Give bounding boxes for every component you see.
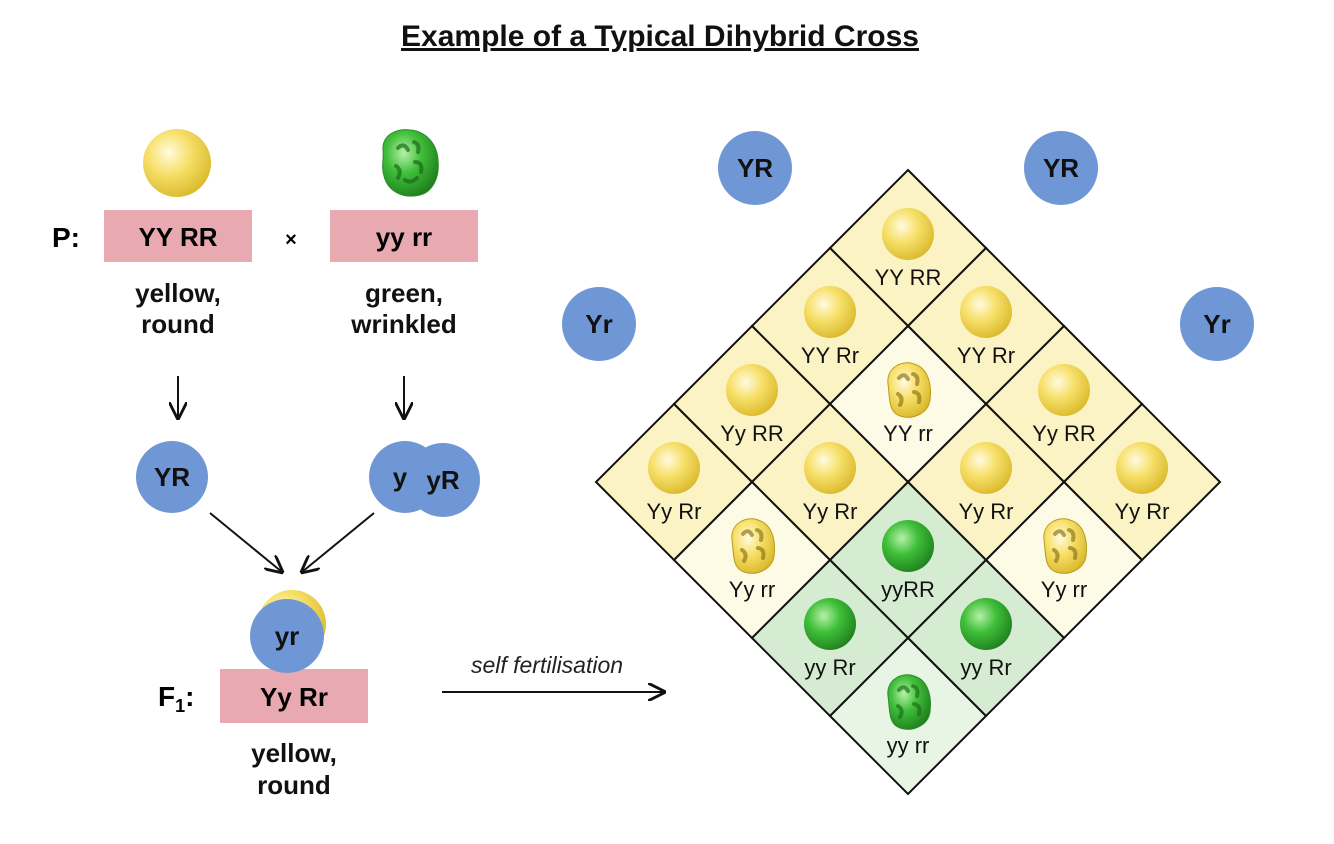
yellow-round-pea-icon bbox=[726, 364, 778, 416]
punnett-cell-genotype: Yy RR bbox=[1032, 421, 1096, 446]
punnett-right-gamete-label: YR bbox=[1043, 153, 1079, 183]
yellow-round-pea-icon bbox=[648, 442, 700, 494]
parental-label: P: bbox=[52, 222, 80, 253]
arrow-gamete1-to-f1 bbox=[209, 512, 282, 572]
arrow-gamete2-to-f1 bbox=[302, 512, 375, 572]
green-round-pea-icon bbox=[960, 598, 1012, 650]
punnett-cell-genotype: Yy Rr bbox=[1115, 499, 1170, 524]
f1-phenotype-line2: round bbox=[257, 770, 331, 800]
punnett-cell-genotype: Yy Rr bbox=[647, 499, 702, 524]
yellow-wrinkled-pea-icon bbox=[731, 518, 775, 574]
punnett-cell: yy rr bbox=[828, 636, 988, 796]
punnett-left-gamete-label: yr bbox=[275, 621, 300, 651]
parent2-genotype-box bbox=[330, 210, 478, 262]
yellow-round-pea-icon bbox=[804, 286, 856, 338]
parent1-genotype-box bbox=[104, 210, 252, 262]
punnett-left-gamete: yR bbox=[406, 443, 480, 517]
punnett-right-gamete-label: Yr bbox=[1203, 309, 1230, 339]
punnett-cell-genotype: Yy rr bbox=[729, 577, 775, 602]
yellow-round-pea-icon bbox=[960, 442, 1012, 494]
punnett-left-gamete-label: yR bbox=[426, 465, 459, 495]
punnett-cell-genotype: YY RR bbox=[875, 265, 942, 290]
parent1-gamete: YR bbox=[154, 462, 190, 492]
parent2-genotype: yy rr bbox=[376, 222, 432, 252]
punnett-cell-genotype: Yy Rr bbox=[959, 499, 1014, 524]
yellow-wrinkled-pea-icon bbox=[887, 362, 931, 418]
punnett-right-gamete: YR bbox=[1024, 131, 1098, 205]
parent1-genotype: YY RR bbox=[139, 222, 218, 252]
punnett-right-gamete: Yr bbox=[1180, 287, 1254, 361]
parent1-phenotype-line2: round bbox=[141, 309, 215, 339]
yellow-round-pea-icon bbox=[804, 442, 856, 494]
punnett-left-gamete: YR bbox=[718, 131, 792, 205]
green-round-pea-icon bbox=[882, 520, 934, 572]
punnett-cell-genotype: yy Rr bbox=[960, 655, 1011, 680]
punnett-cell-genotype: YY Rr bbox=[957, 343, 1015, 368]
yellow-round-pea-icon bbox=[960, 286, 1012, 338]
punnett-left-gamete-label: YR bbox=[737, 153, 773, 183]
parent1-phenotype-line1: yellow, bbox=[135, 278, 221, 308]
cross-symbol: × bbox=[285, 229, 297, 251]
f1-label: F1: bbox=[158, 681, 194, 716]
parent1-gamete-circle bbox=[136, 441, 208, 513]
parent2-phenotype-line2: wrinkled bbox=[350, 309, 456, 339]
f1-genotype-box bbox=[220, 669, 368, 723]
punnett-cell-genotype: yy Rr bbox=[804, 655, 855, 680]
parent2-phenotype-line1: green, bbox=[365, 278, 443, 308]
green-round-pea-icon bbox=[804, 598, 856, 650]
yellow-wrinkled-pea-icon bbox=[1043, 518, 1087, 574]
yellow-round-pea-icon bbox=[1038, 364, 1090, 416]
punnett-cell-genotype: Yy Rr bbox=[803, 499, 858, 524]
self-fertilisation-label: self fertilisation bbox=[471, 652, 623, 678]
f1-genotype: Yy Rr bbox=[260, 682, 328, 712]
yellow-round-pea-icon bbox=[1116, 442, 1168, 494]
punnett-cell-genotype: YY Rr bbox=[801, 343, 859, 368]
punnett-gametes: YRYryRyrYRYryRyr bbox=[250, 131, 1254, 673]
punnett-cell-genotype: yyRR bbox=[881, 577, 935, 602]
punnett-cell-genotype: YY rr bbox=[883, 421, 933, 446]
punnett-cell-genotype: Yy rr bbox=[1041, 577, 1087, 602]
punnett-cell-genotype: yy rr bbox=[887, 733, 930, 758]
yellow-round-pea-icon bbox=[882, 208, 934, 260]
punnett-left-gamete-label: Yr bbox=[585, 309, 612, 339]
punnett-left-gamete: yr bbox=[250, 599, 324, 673]
punnett-cell-genotype: Yy RR bbox=[720, 421, 784, 446]
green-wrinkled-pea-icon bbox=[382, 129, 439, 197]
green-wrinkled-pea-icon bbox=[887, 674, 931, 730]
punnett-square: YY RR YY Rr YY Rr Yy RR YY rr Yy RR Yy Rr Yy Rr… bbox=[594, 168, 1222, 796]
f1-phenotype-line1: yellow, bbox=[251, 738, 337, 768]
page-title: Example of a Typical Dihybrid Cross bbox=[401, 20, 919, 53]
punnett-left-gamete: Yr bbox=[562, 287, 636, 361]
yellow-round-pea-icon bbox=[143, 129, 211, 197]
